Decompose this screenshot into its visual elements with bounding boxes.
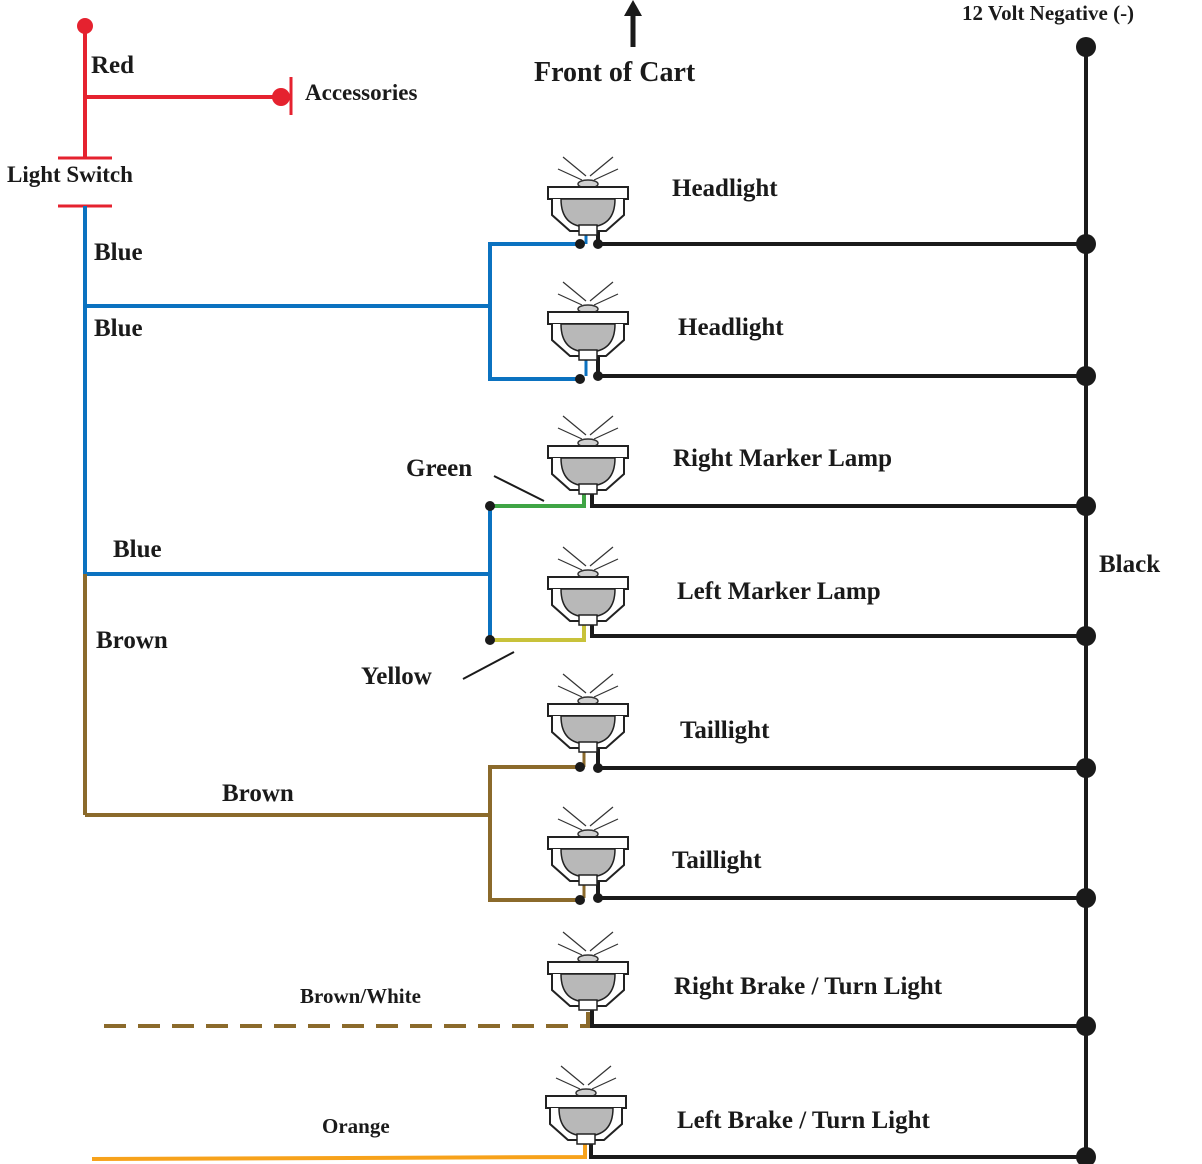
lamp-label: Headlight — [678, 314, 784, 341]
orange-wire — [91, 1135, 587, 1161]
lamp-label: Taillight — [672, 847, 762, 874]
lamp-icon — [547, 546, 629, 626]
light-switch-label: Light Switch — [7, 162, 133, 187]
terminal-dot-icon — [1076, 37, 1096, 57]
black-branch-wire — [590, 490, 1086, 508]
black-branches — [575, 226, 1096, 1164]
terminal-dot-icon — [575, 895, 585, 905]
lamp-label: Left Marker Lamp — [677, 578, 881, 605]
black-branch-wire — [596, 748, 1086, 770]
lamp-icon — [547, 931, 629, 1011]
brown-taillight-2-wire — [488, 815, 580, 902]
terminal-dot-icon — [485, 635, 495, 645]
terminal-dot-icon — [593, 239, 603, 249]
accessories-label: Accessories — [305, 80, 417, 105]
yellow-wire-label: Yellow — [361, 663, 432, 690]
blue-headlight-2-wire — [488, 306, 580, 381]
ground-circuit — [575, 37, 1096, 1164]
red-wire-label: Red — [91, 52, 134, 79]
lamp-label: Left Brake / Turn Light — [677, 1107, 930, 1134]
negative-terminal-label: 12 Volt Negative (-) — [962, 1, 1134, 25]
blue-circuit — [83, 206, 588, 640]
lamp-icon — [547, 281, 629, 361]
terminal-dot-icon — [1076, 234, 1096, 254]
lamp-label: Taillight — [680, 717, 770, 744]
blue-wire-label-3: Blue — [113, 536, 162, 563]
arrow-up-icon — [624, 0, 642, 47]
terminal-dot-icon — [1076, 1016, 1096, 1036]
black-branch-wire — [596, 226, 1086, 246]
terminal-dot-icon — [1076, 758, 1096, 778]
black-wire-label: Black — [1099, 551, 1160, 578]
terminal-dot-icon — [593, 371, 603, 381]
lamp-icon — [547, 415, 629, 495]
blue-headlight-1-wire — [488, 242, 580, 306]
terminal-dot-icon — [593, 763, 603, 773]
terminal-dot-icon — [1076, 496, 1096, 516]
brown-taillight-1-wire — [488, 765, 580, 815]
black-branch-wire — [590, 1004, 1086, 1028]
terminal-dot-icon — [272, 88, 290, 106]
lamp-icon — [547, 806, 629, 886]
terminal-dot-icon — [1076, 366, 1096, 386]
red-circuit — [58, 18, 293, 208]
black-branch-wire — [596, 878, 1086, 900]
labels: 12 Volt Negative (-) Front of Cart Red A… — [7, 1, 1160, 1138]
green-leader — [493, 475, 545, 502]
terminal-dot-icon — [1076, 888, 1096, 908]
terminal-dot-icon — [593, 893, 603, 903]
green-wire-label: Green — [406, 455, 472, 482]
lamp-icon — [547, 673, 629, 753]
front-of-cart-label: Front of Cart — [534, 57, 696, 88]
lamp-icon — [547, 156, 629, 236]
lamp-icon — [545, 1065, 627, 1145]
black-branch-wire — [596, 356, 1086, 378]
terminal-dot-icon — [485, 501, 495, 511]
terminal-dot-icon — [1076, 626, 1096, 646]
terminal-dot-icon — [575, 374, 585, 384]
yellow-leader — [462, 651, 515, 680]
lamp-label: Right Marker Lamp — [673, 445, 892, 472]
lamp-label: Headlight — [672, 175, 778, 202]
blue-wire-label-1: Blue — [94, 239, 143, 266]
terminal-dot-icon — [1076, 1147, 1096, 1164]
terminal-dot-icon — [575, 762, 585, 772]
brown-circuit — [83, 574, 590, 1028]
black-branch-wire — [589, 1140, 1086, 1159]
brown-white-wire — [104, 1000, 590, 1028]
orange-wire-label: Orange — [322, 1114, 390, 1138]
blue-wire-label-2: Blue — [94, 315, 143, 342]
lamp-label: Right Brake / Turn Light — [674, 973, 943, 1000]
terminal-dot-icon — [575, 239, 585, 249]
brown-wire-label-2: Brown — [222, 780, 294, 807]
black-branch-wire — [590, 620, 1086, 638]
brown-wire-label-1: Brown — [96, 627, 168, 654]
brown-white-wire-label: Brown/White — [300, 984, 421, 1008]
terminal-dot-icon — [77, 18, 93, 34]
